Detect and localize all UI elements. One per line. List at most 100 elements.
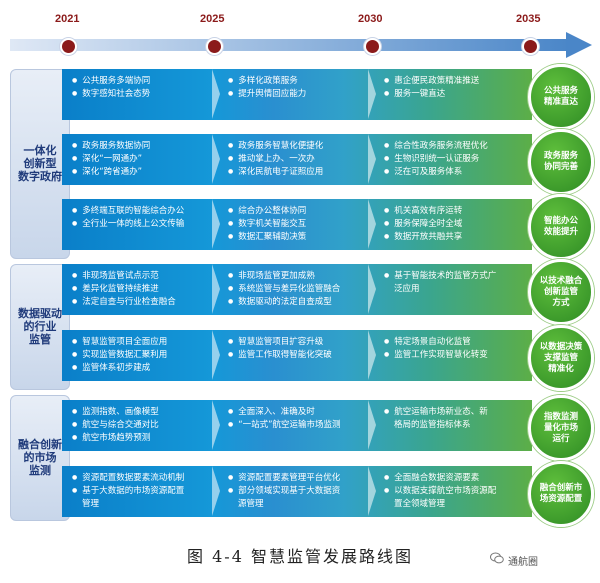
year-marker-2025: [206, 38, 223, 55]
roadmap-item: 数据汇聚辅助决策: [228, 231, 368, 244]
roadmap-item: 系统监管与差异化监管融合: [228, 283, 368, 296]
roadmap-item: 航空市场趋势预测: [72, 432, 212, 445]
phase-2025-2030: 全面深入、准确及时“一站式”航空运输市场监测: [218, 400, 368, 451]
roadmap-item: 智慧监管项目扩容升级: [228, 336, 368, 349]
phase-separator-chevron: [368, 264, 376, 314]
phase-separator-chevron: [368, 330, 376, 380]
year-marker-2021: [60, 38, 77, 55]
roadmap-item: 推动掌上办、一次办: [228, 153, 368, 166]
figure-caption: 图 4-4 智慧监管发展路线图: [187, 547, 413, 566]
phase-2021-2025: 多终端互联的智能综合办公全行业一体的线上公文传输: [62, 199, 212, 250]
roadmap-item: 航空运输市场新业态、新: [384, 406, 534, 419]
category-market-monitoring: 融合创新 的市场 监测: [10, 395, 70, 521]
category-label: 一体化 创新型 数字政府: [18, 144, 62, 183]
phase-2030-2035: 全面融合数据资源要素以数据支撑航空市场资源配置全领域管理: [374, 466, 534, 517]
timeline: 2021 2025 2030 2035: [0, 0, 600, 60]
roadmap-item: 置全领域管理: [394, 499, 446, 509]
roadmap-item: 服务一键直达: [384, 88, 534, 101]
phase-separator-chevron: [212, 400, 220, 450]
goal-circle: 以数据决策 支撑监管 精准化: [528, 325, 594, 391]
goal-circle: 智能办公 效能提升: [528, 194, 594, 260]
phase-2025-2030: 多样化政策服务提升舆情回应能力: [218, 69, 368, 120]
roadmap-item: 法定自查与行业检查融合: [72, 296, 212, 309]
goal-label: 以技术融合 创新监管 方式: [539, 275, 583, 308]
phase-2021-2025: 公共服务多端协同数字感知社会态势: [62, 69, 212, 120]
roadmap-row: 资源配置数据要素流动机制基于大数据的市场资源配置管理资源配置要素管理平台优化部分…: [62, 466, 532, 517]
roadmap-item: 生物识别统一认证服务: [384, 153, 534, 166]
goal-label: 融合创新市 场资源配置: [539, 483, 583, 504]
timeline-arrow: [10, 32, 592, 58]
goal-label: 指数监测 量化市场 运行: [543, 411, 578, 444]
roadmap-item: 基于智能技术的监管方式广: [384, 270, 534, 283]
roadmap-item: 综合性政务服务流程优化: [384, 140, 534, 153]
category-digital-government: 一体化 创新型 数字政府: [10, 69, 70, 259]
category-label: 数据驱动 的行业 监管: [18, 307, 62, 346]
roadmap-item: 泛在可及服务体系: [384, 166, 534, 179]
goal-circle: 政务服务 协同完善: [528, 129, 594, 195]
roadmap-item: 全面深入、准确及时: [228, 406, 368, 419]
phase-separator-chevron: [212, 134, 220, 184]
roadmap-item: 多样化政策服务: [228, 75, 368, 88]
roadmap-item: 基于大数据的市场资源配置: [72, 485, 212, 498]
roadmap-item: 管理: [82, 499, 100, 509]
phase-separator-chevron: [368, 199, 376, 249]
roadmap-item: 数据开放共融共享: [384, 231, 534, 244]
phase-separator-chevron: [368, 134, 376, 184]
roadmap-item: 实现监管数据汇聚利用: [72, 349, 212, 362]
year-label-2021: 2021: [55, 13, 80, 25]
roadmap-item: 以数据支撑航空市场资源配: [384, 485, 534, 498]
roadmap-row: 政务服务数据协同深化“一网通办”深化“跨省通办”政务服务智慧化便捷化推动掌上办、…: [62, 134, 532, 185]
roadmap-item: 数字感知社会态势: [72, 88, 212, 101]
roadmap-item: 格局的监管指标体系: [394, 420, 471, 430]
phase-2021-2025: 政务服务数据协同深化“一网通办”深化“跨省通办”: [62, 134, 212, 185]
year-label-2025: 2025: [200, 13, 225, 25]
phase-2030-2035: 特定场景自动化监管监管工作实现智慧化转变: [374, 330, 534, 381]
roadmap-item: 监管工作取得智能化突破: [228, 349, 368, 362]
goal-label: 政务服务 协同完善: [543, 151, 578, 172]
roadmap-item: 数字机关智能交互: [228, 218, 368, 231]
watermark: 通航圈: [508, 557, 538, 568]
roadmap-item: 公共服务多端协同: [72, 75, 212, 88]
roadmap-item: 政务服务数据协同: [72, 140, 212, 153]
roadmap-item: 特定场景自动化监管: [384, 336, 534, 349]
roadmap-item: 资源配置要素管理平台优化: [228, 472, 368, 485]
phase-separator-chevron: [368, 400, 376, 450]
roadmap-item: 深化“跨省通办”: [72, 166, 212, 179]
roadmap-item: 监管体系初步建成: [72, 362, 212, 375]
roadmap-item: “一站式”航空运输市场监测: [228, 419, 368, 432]
phase-2030-2035: 惠企便民政策精准推送服务一键直达: [374, 69, 534, 120]
roadmap-item: 泛应用: [394, 284, 420, 294]
goal-label: 智能办公 效能提升: [543, 216, 578, 237]
category-industry-supervision: 数据驱动 的行业 监管: [10, 264, 70, 390]
goal-label: 以数据决策 支撑监管 精准化: [539, 341, 583, 374]
roadmap-item: 提升舆情回应能力: [228, 88, 368, 101]
goal-circle: 融合创新市 场资源配置: [528, 461, 594, 527]
roadmap-item: 综合办公整体协同: [228, 205, 368, 218]
roadmap-item: 部分领域实现基于大数据资: [228, 485, 368, 498]
roadmap-row: 多终端互联的智能综合办公全行业一体的线上公文传输 综合办公整体协同数字机关智能交互…: [62, 199, 532, 250]
wechat-icon: [490, 552, 504, 564]
phase-2030-2035: 综合性政务服务流程优化生物识别统一认证服务泛在可及服务体系: [374, 134, 534, 185]
roadmap-item: 监管工作实现智慧化转变: [384, 349, 534, 362]
category-label: 融合创新 的市场 监测: [18, 438, 62, 477]
roadmap-item: 多终端互联的智能综合办公: [72, 205, 212, 218]
phase-2025-2030: 资源配置要素管理平台优化部分领域实现基于大数据资源管理: [218, 466, 368, 517]
roadmap-item: 深化民航电子证照应用: [228, 166, 368, 179]
roadmap-row: 智慧监管项目全面应用实现监管数据汇聚利用监管体系初步建成智慧监管项目扩容升级监管…: [62, 330, 532, 381]
year-marker-2035: [522, 38, 539, 55]
phase-2025-2030: 智慧监管项目扩容升级监管工作取得智能化突破: [218, 330, 368, 381]
roadmap-item: 机关高效有序运转: [384, 205, 534, 218]
roadmap-item: 源管理: [238, 499, 264, 509]
goal-label: 公共服务 精准直达: [543, 86, 578, 107]
phase-2021-2025: 资源配置数据要素流动机制基于大数据的市场资源配置管理: [62, 466, 212, 517]
year-marker-2030: [364, 38, 381, 55]
phase-2025-2030: 非现场监管更加成熟系统监管与差异化监管融合数据驱动的法定自查成型: [218, 264, 368, 315]
phase-separator-chevron: [368, 466, 376, 516]
roadmap-row: 非现场监管试点示范差异化监管持续推进法定自查与行业检查融合非现场监管更加成熟系统…: [62, 264, 532, 315]
roadmap-item: 全行业一体的线上公文传输: [72, 218, 212, 231]
roadmap-item: 服务保障全时全域: [384, 218, 534, 231]
roadmap-item: 航空与综合交通对比: [72, 419, 212, 432]
phase-2021-2025: 智慧监管项目全面应用实现监管数据汇聚利用监管体系初步建成: [62, 330, 212, 381]
roadmap-item: 资源配置数据要素流动机制: [72, 472, 212, 485]
